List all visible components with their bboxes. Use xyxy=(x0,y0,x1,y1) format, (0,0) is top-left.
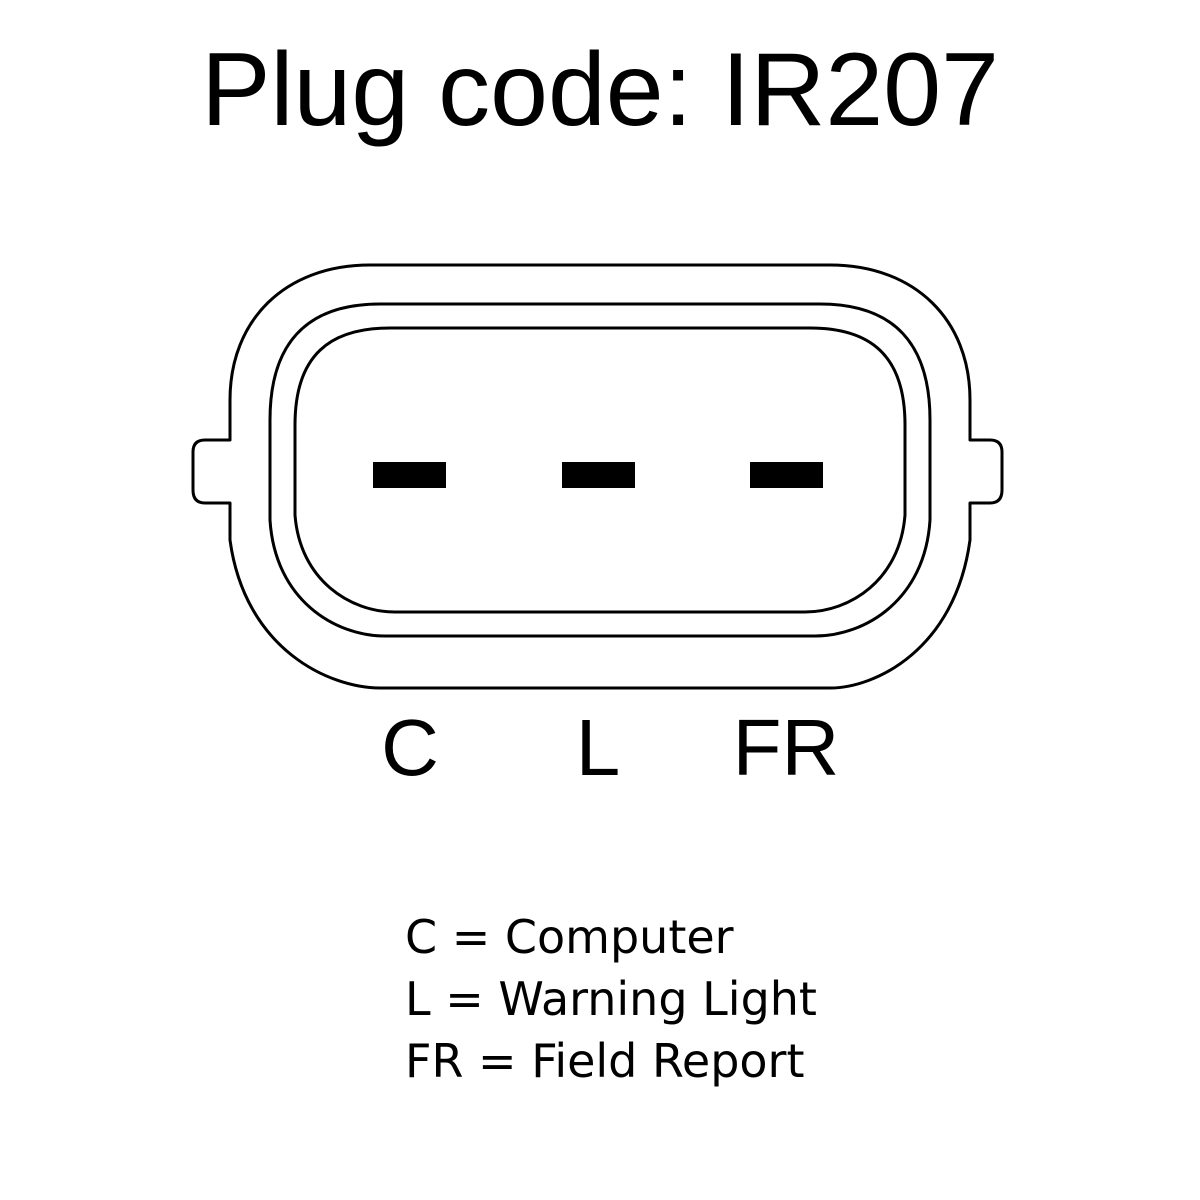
terminal-c xyxy=(373,462,446,488)
pin-label-c: C xyxy=(381,703,439,792)
connector-face-outline xyxy=(293,326,907,614)
connector-housing-outline xyxy=(191,263,1004,690)
page-title: Plug code: IR207 xyxy=(201,32,999,148)
pin-label-fr: FR xyxy=(732,703,840,792)
pin-label-l: L xyxy=(575,703,621,792)
legend-item-fr: FR = Field Report xyxy=(405,1034,805,1088)
legend-item-c: C = Computer xyxy=(405,910,734,964)
pin-legend: C = Computer L = Warning Light FR = Fiel… xyxy=(405,906,817,1092)
terminal-fr xyxy=(750,462,823,488)
connector-rim-outline xyxy=(268,302,932,638)
legend-item-l: L = Warning Light xyxy=(405,972,817,1026)
terminal-l xyxy=(562,462,635,488)
